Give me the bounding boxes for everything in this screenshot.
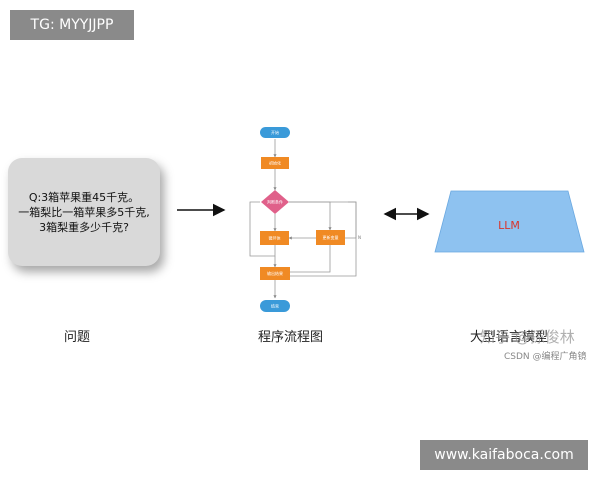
flowchart-process-node: 循环体	[260, 231, 289, 245]
question-line-2: 一箱梨比一箱苹果多5千克,	[18, 205, 150, 219]
flowchart-process-label: 循环体	[269, 235, 281, 241]
watermark-zhihu: 知乎 @孫俊林	[480, 328, 575, 346]
flowchart-init-node: 初始化	[261, 157, 289, 169]
flowchart-branch-label: N	[358, 235, 361, 240]
caption-llm: 大型语言模型	[470, 330, 549, 345]
flowchart-end-label: 结束	[271, 303, 279, 309]
flowchart-output-label: 输出结果	[267, 270, 283, 276]
flowchart-condition-label: 判断条件	[267, 199, 283, 205]
site-badge: www.kaifaboca.com	[420, 440, 588, 470]
tg-badge: TG: MYYJJPP	[10, 10, 134, 40]
flowchart-output-node: 输出结果	[260, 267, 290, 280]
flowchart-connectors	[249, 139, 357, 299]
flowchart-end-node: 结束	[260, 300, 290, 312]
flowchart-start-label: 开始	[271, 129, 279, 135]
flowchart-update-node: 更新变量	[316, 230, 345, 245]
flowchart-start-node: 开始	[260, 127, 290, 138]
llm-label: LLM	[498, 219, 520, 232]
question-line-3: 3箱梨重多少千克?	[39, 220, 129, 234]
flowchart-condition-node: 判断条件	[261, 190, 289, 214]
question-box: Q:3箱苹果重45千克。 一箱梨比一箱苹果多5千克, 3箱梨重多少千克?	[8, 158, 160, 266]
llm-block: LLM	[434, 190, 585, 253]
watermark-csdn: CSDN @编程广角镜	[504, 352, 587, 362]
caption-problem: 问题	[64, 330, 91, 345]
flowchart-init-label: 初始化	[269, 160, 281, 166]
flowchart-update-label: 更新变量	[323, 234, 339, 240]
question-line-1: Q:3箱苹果重45千克。	[28, 190, 140, 204]
caption-flowchart: 程序流程图	[258, 330, 324, 345]
